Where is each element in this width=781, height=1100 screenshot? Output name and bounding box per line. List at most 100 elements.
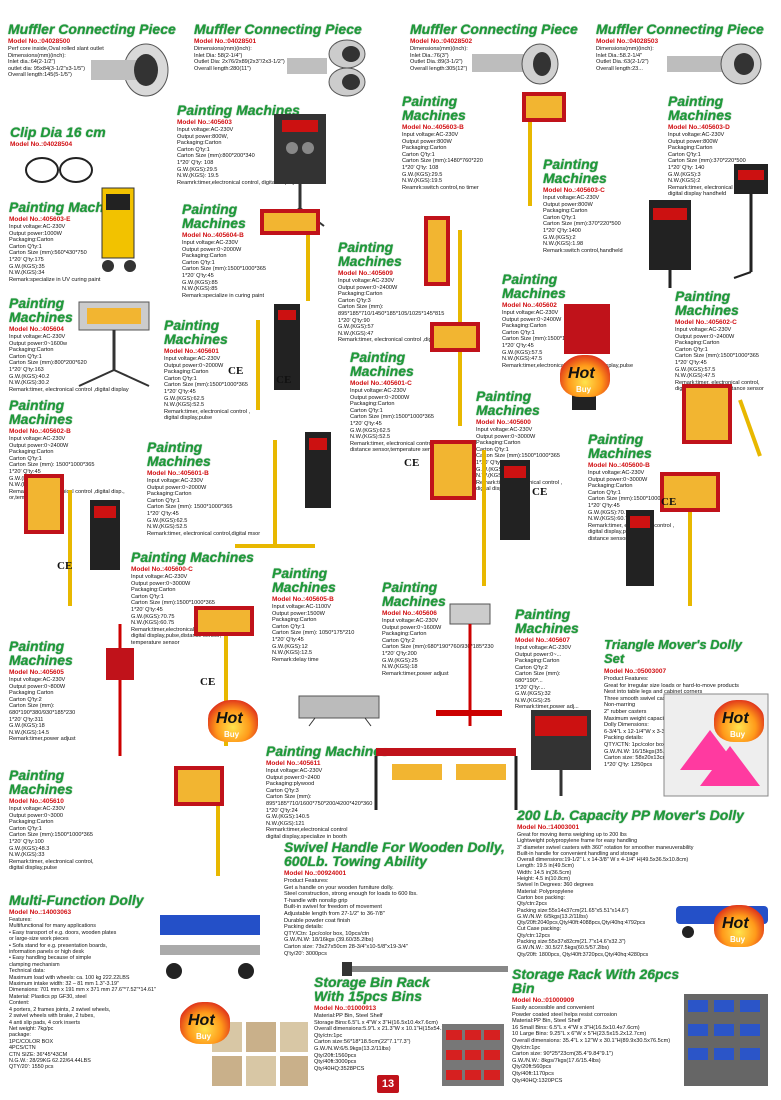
spec-line: Output power:0~... xyxy=(515,651,562,658)
spec-line: 1*20' Q'ty: 108 xyxy=(402,164,439,171)
spec-line: Carton Q'ty:1 xyxy=(9,825,42,832)
product-title: Muffler Connecting Piece xyxy=(194,21,362,37)
spec-line: 16 Small Bins: 6.5"L x 4"W x 3"H(16.5x10… xyxy=(512,1024,640,1031)
model-number: Model No.:05003007 xyxy=(604,668,667,675)
spec-line: Features: xyxy=(9,917,32,923)
model-number: Model No.:405610 xyxy=(9,798,64,805)
product-block: Muffler Connecting Piece Model No.:04028… xyxy=(410,22,590,72)
product-title: Painting Machines xyxy=(182,201,246,231)
spec-line: Steel construction, strong enough for lo… xyxy=(284,891,418,898)
product-title: Clip Dia 16 cm xyxy=(10,124,106,140)
spec-line: 1*20' Q'ty:45 xyxy=(588,502,620,509)
spec-line: N.W.(KGS):14.5 xyxy=(9,729,50,736)
product-block: Painting Machines Model No.:405605 Input… xyxy=(9,639,139,743)
spec-line: Carton Size (mm):370*220*500 xyxy=(668,158,746,165)
spec-line: Packaging:Carton xyxy=(182,253,227,260)
spec-line: Remark:delay time xyxy=(272,656,319,663)
spec-line: Powder coated steel helps resist corrosi… xyxy=(512,1011,618,1018)
spec-line: Carton size:56*18*18.5cm(22"7.1"7.3") xyxy=(314,1039,411,1046)
spec-line: Input voltage:AC-230V xyxy=(668,132,725,138)
spec-line: Remark:timer, electronical control ,digi… xyxy=(338,337,458,344)
spec-line: Carton Q'ty:1 xyxy=(9,243,42,250)
spec-line: Input voltage:AC-230V xyxy=(515,645,572,651)
spec-line: Remark:timer, electronical control, xyxy=(675,379,760,386)
spec-line: Remark:timer, electronical control ,digi… xyxy=(350,440,451,447)
ce-mark: CE xyxy=(661,496,677,508)
model-number: Model No.:405603-D xyxy=(668,124,730,131)
model-number: Model No.:405603 xyxy=(177,119,232,126)
ce-mark: CE xyxy=(200,676,216,688)
product-title: Painting Machines xyxy=(164,317,228,347)
spec-line: Packing details: xyxy=(604,735,644,742)
spec-line: Remark:timer,power adjust xyxy=(382,670,449,677)
infrared-lamp-image xyxy=(733,164,768,279)
spec-line: Input voltage:AC-230V xyxy=(588,470,645,476)
spec-line: Output power:0~800W xyxy=(9,683,66,690)
spec-line: Input voltage:AC-230V xyxy=(177,127,234,133)
spec-line: T-handle with nonslip grip xyxy=(284,897,348,904)
spec-line: 1*20' Q'ty:45 xyxy=(164,388,196,395)
spec-line: 1*20' Q'ty:90 xyxy=(338,317,370,324)
product-title: Painting Machines xyxy=(9,295,73,325)
spec-line: G.W.(KGS):12 xyxy=(272,643,308,650)
spec-line: digital display,pulse, xyxy=(588,529,638,536)
spec-line: Inlet dia.:64(2-1/2") xyxy=(8,59,56,66)
spec-line: Carton Size (mm): 1500*1000*365 xyxy=(9,462,95,469)
model-number: Model No.:00924001 xyxy=(284,870,347,877)
spec-line: Built-in swivel for freedom of movement xyxy=(284,904,382,911)
buy-label: Buy xyxy=(576,385,592,394)
spec-line: Output power:0~2400 xyxy=(266,774,320,781)
spec-line: Packing size:55x37x82cm(21.7"x14.6"x32.3… xyxy=(517,939,626,946)
spec-line: Packaging:plywood xyxy=(266,781,315,788)
spec-line: Carton Q'ty:1 xyxy=(164,375,197,382)
spec-line: N.W.(KGS):19.5 xyxy=(402,178,443,185)
product-block: Painting Machines Model No.:405606 Input… xyxy=(382,580,512,677)
ce-mark: CE xyxy=(276,374,292,386)
spec-line: 6-3/4"L x 12-1/4"W x 3-3/4"H xyxy=(604,728,676,735)
spec-line: 1*20' Q'ty:311 xyxy=(9,716,44,723)
product-title: Painting Machines xyxy=(350,349,414,379)
product-block: Painting Machines Model No.:405601-C Inp… xyxy=(350,350,500,454)
spec-line: Built-in handle for convenient handling … xyxy=(517,850,639,857)
product-title: Painting Machines xyxy=(402,93,466,123)
ce-mark: CE xyxy=(57,560,73,572)
spec-line: N.W.(KGS):52.5 xyxy=(164,402,205,409)
spec-line: G.W./N.W: 18/16kgs (39.60/35.2lbs) xyxy=(284,937,374,944)
spec-line: Input voltage:AC-230V xyxy=(9,224,66,230)
spec-line: Adjustable length from 27-1/2" to 36-7/8… xyxy=(284,910,385,917)
spec-line: Carton Size (mm):1480*760*220 xyxy=(402,158,483,165)
spec-line: Carton Q'ty:1 xyxy=(588,489,621,496)
spec-line: or large-size work pieces xyxy=(9,936,69,943)
spec-line: Carton size: 73x27x50cm 28-3/4"x10-5/8"x… xyxy=(284,943,408,950)
model-number: Model No.:405603-C xyxy=(543,187,605,194)
spec-line: Remark:specialize in UV curing paint xyxy=(9,276,101,283)
spec-line: Remark:timer, electronical control, xyxy=(9,858,94,865)
buy-label: Buy xyxy=(224,730,240,739)
spec-line: Input voltage:AC-230V xyxy=(350,388,407,394)
spec-line: Input voltage:AC-230V xyxy=(164,356,221,362)
spec-list: Product Features:Get a handle on your wo… xyxy=(284,878,514,957)
product-block: Painting Machines Model No.:405601-B Inp… xyxy=(147,440,277,537)
spec-line: 1PC/COLOR BOX xyxy=(9,1038,54,1045)
spec-list: Features:Multifunctional for many applic… xyxy=(9,917,219,1071)
spec-line: 1*20' Q'ty:24 xyxy=(266,807,298,814)
model-number: Model No.:405601-C xyxy=(350,380,412,387)
spec-line: Packaging:Carton xyxy=(502,323,547,330)
infrared-lamp-image xyxy=(298,695,380,727)
spec-line: 4PCS/CTN xyxy=(9,1045,36,1052)
spec-line: 4 anti slip pads, 4 cork inserts xyxy=(9,1019,81,1026)
dolly-image xyxy=(160,915,260,979)
spec-line: Output power:0~1600w xyxy=(9,340,67,347)
ce-mark: CE xyxy=(404,457,420,469)
spec-line: Carton Q'ty:3 xyxy=(266,787,299,794)
infrared-lamp-image xyxy=(522,92,566,206)
spec-line: Input voltage:AC-230V xyxy=(543,195,600,201)
spec-line: Carton Q'ty:1 xyxy=(131,593,164,600)
spec-line: Maximum weight capacity: 360 lbs xyxy=(604,715,690,722)
spec-line: Output power:0~2400W xyxy=(502,316,562,323)
hot-label: Hot xyxy=(216,710,243,727)
spec-line: Output power:0~3000W xyxy=(131,580,191,587)
spec-line: Carton Q'ty:1 xyxy=(675,346,708,353)
product-title: Multi-Function Dolly xyxy=(9,892,144,908)
